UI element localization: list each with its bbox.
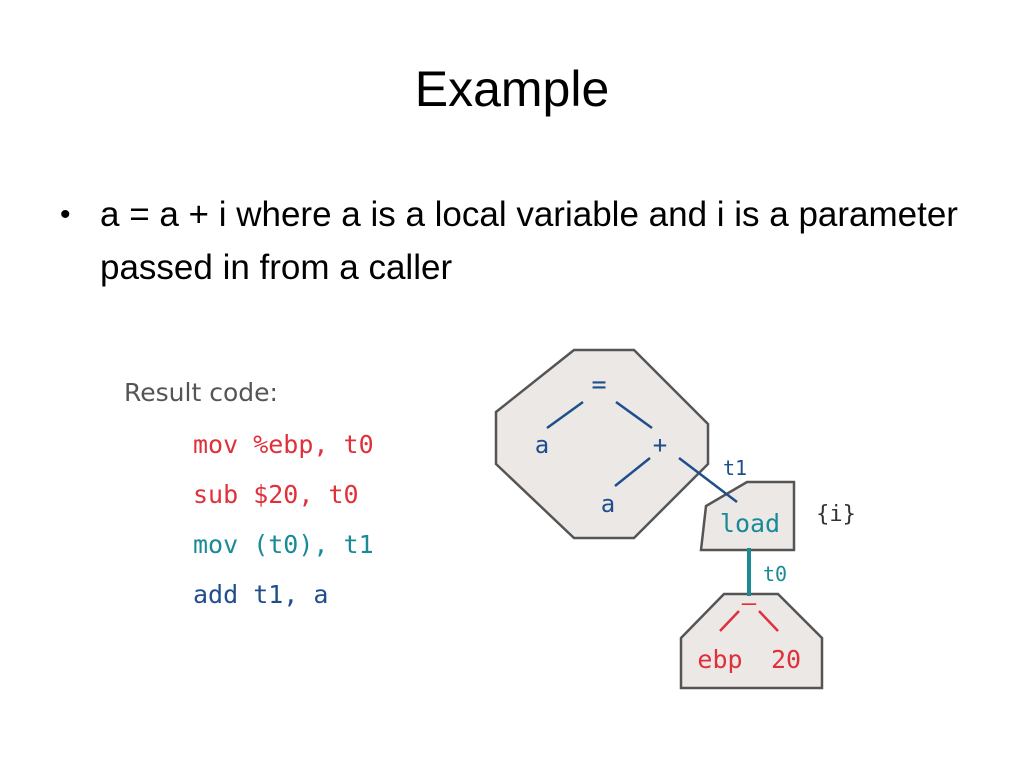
code-line-2: sub $20, t0	[193, 480, 359, 509]
minus-node: –	[742, 589, 757, 617]
slide-title: Example	[414, 61, 610, 117]
top-left-leaf: a	[535, 431, 549, 459]
edge-minus-right	[758, 610, 779, 632]
bullet-marker: •	[60, 198, 71, 231]
bottom-tile	[679, 592, 824, 690]
top-tile	[494, 348, 710, 540]
ebp-leaf: ebp	[697, 645, 742, 674]
bullet-text: a = a + i where a is a local variable an…	[100, 195, 958, 287]
edge-label-t0: t0	[763, 562, 787, 586]
edge-plus-left	[614, 457, 651, 487]
load-node: load	[720, 509, 780, 538]
edge-assign-left	[546, 400, 584, 430]
plus-node: +	[653, 431, 667, 459]
edge-assign-right	[615, 400, 653, 430]
edge-label-t1: t1	[723, 456, 747, 480]
result-code-heading: Result code:	[124, 378, 278, 407]
code-line-3: mov (t0), t1	[193, 530, 374, 559]
edge-minus-left	[719, 610, 740, 632]
assign-node: =	[591, 370, 606, 399]
plus-left-leaf: a	[601, 490, 615, 518]
edge-plus-load	[678, 457, 738, 503]
code-line-1: mov %ebp, t0	[193, 430, 374, 459]
load-annotation: {i}	[816, 502, 856, 527]
code-line-4: add t1, a	[193, 580, 329, 609]
constant-leaf: 20	[771, 645, 801, 674]
